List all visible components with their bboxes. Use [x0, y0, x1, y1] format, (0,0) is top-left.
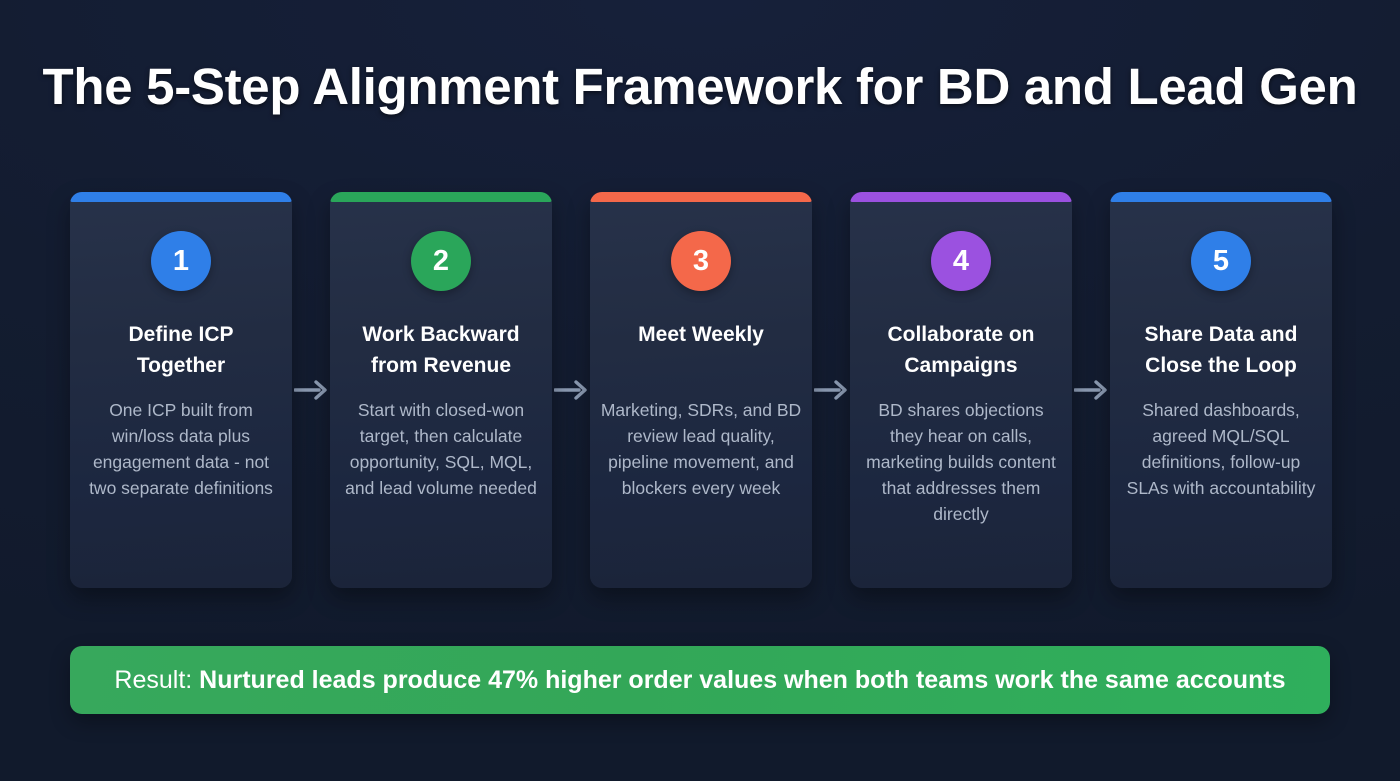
connector-arrow-3 — [812, 192, 850, 588]
step-number-4: 4 — [952, 244, 970, 277]
step-accent-bar-4 — [850, 192, 1072, 202]
step-body-4: BD shares objections they hear on calls,… — [866, 400, 1056, 524]
step-number-badge-1: 1 — [151, 231, 211, 291]
arrow-right-icon — [554, 379, 588, 401]
step-number-badge-5: 5 — [1191, 231, 1251, 291]
arrow-right-icon — [1074, 379, 1108, 401]
step-card-4[interactable]: 4 Collaborate on Campaigns BD shares obj… — [850, 192, 1072, 588]
page-title: The 5-Step Alignment Framework for BD an… — [42, 58, 1358, 115]
step-body-3: Marketing, SDRs, and BD review lead qual… — [600, 400, 802, 498]
result-text: Result: Nurtured leads produce 47% highe… — [114, 666, 1285, 695]
arrow-right-icon — [814, 379, 848, 401]
step-number-badge-2: 2 — [411, 231, 471, 291]
step-title-4: Collaborate on Campaigns — [887, 323, 1035, 377]
step-accent-bar-1 — [70, 192, 292, 202]
arrow-right-icon — [294, 379, 328, 401]
step-body-5: Shared dashboards, agreed MQL/SQL defini… — [1126, 400, 1316, 498]
step-number-5: 5 — [1212, 244, 1230, 277]
connector-arrow-1 — [292, 192, 330, 588]
connector-arrow-2 — [552, 192, 590, 588]
step-card-2[interactable]: 2 Work Backward from Revenue Start with … — [330, 192, 552, 588]
steps-row: 1 Define ICP Together One ICP built from… — [70, 192, 1332, 590]
step-accent-bar-2 — [330, 192, 552, 202]
step-number-1: 1 — [172, 244, 190, 277]
step-title-3: Meet Weekly — [638, 323, 764, 346]
step-number-badge-4: 4 — [931, 231, 991, 291]
step-number-badge-3: 3 — [671, 231, 731, 291]
step-card-3[interactable]: 3 Meet Weekly Marketing, SDRs, and BD re… — [590, 192, 812, 588]
step-title-5: Share Data and Close the Loop — [1144, 323, 1298, 377]
step-number-2: 2 — [432, 244, 450, 277]
result-label: Result: — [114, 665, 193, 694]
step-accent-bar-3 — [590, 192, 812, 202]
step-body-1: One ICP built from win/loss data plus en… — [89, 400, 273, 498]
step-accent-bar-5 — [1110, 192, 1332, 202]
step-title-1: Define ICP Together — [128, 323, 234, 377]
step-number-3: 3 — [692, 244, 710, 277]
result-banner: Result: Nurtured leads produce 47% highe… — [70, 646, 1330, 714]
step-card-1[interactable]: 1 Define ICP Together One ICP built from… — [70, 192, 292, 588]
result-highlight: Nurtured leads produce 47% higher order … — [199, 665, 1286, 694]
step-title-2: Work Backward from Revenue — [362, 323, 520, 377]
step-card-5[interactable]: 5 Share Data and Close the Loop Shared d… — [1110, 192, 1332, 588]
step-body-2: Start with closed-won target, then calcu… — [345, 400, 537, 498]
connector-arrow-4 — [1072, 192, 1110, 588]
